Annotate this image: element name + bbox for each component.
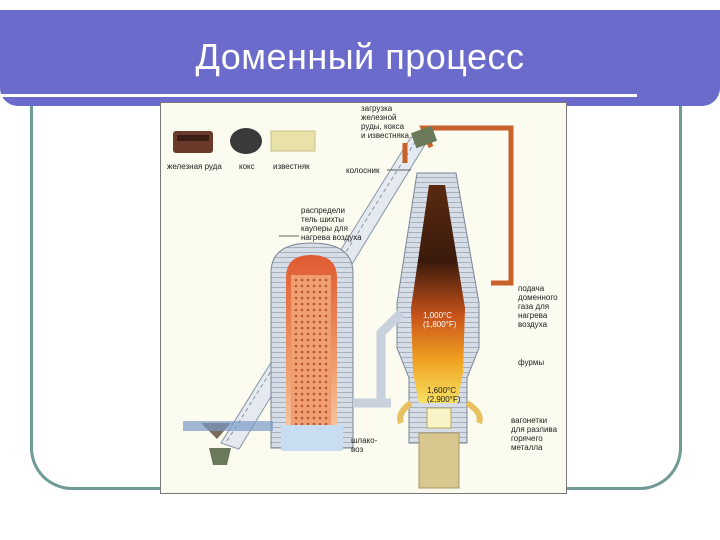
svg-text:шлако-: шлако- (351, 436, 378, 445)
svg-text:1,000°C: 1,000°C (423, 311, 452, 320)
coke-sample (230, 128, 262, 154)
svg-text:доменного: доменного (518, 293, 558, 302)
legend-iron-ore: железная руда (167, 162, 222, 171)
svg-text:для разлива: для разлива (511, 425, 558, 434)
svg-text:распредели: распредели (301, 206, 345, 215)
svg-text:нагрева воздуха: нагрева воздуха (301, 233, 362, 242)
svg-text:руды, кокса: руды, кокса (361, 122, 405, 131)
svg-text:железной: железной (361, 113, 396, 122)
diagram-svg: железная руда кокс известняк загрузка (167, 104, 558, 489)
limestone-sample (270, 130, 316, 152)
svg-text:кауперы для: кауперы для (301, 224, 348, 233)
legend-coke: кокс (239, 162, 255, 171)
svg-text:(2,900°F): (2,900°F) (427, 395, 461, 404)
legend-limestone: известняк (273, 162, 310, 171)
svg-text:тель шихты: тель шихты (301, 215, 344, 224)
labels: загрузка железной руды, кокса и известня… (279, 104, 558, 454)
svg-text:(1,800°F): (1,800°F) (423, 320, 457, 329)
svg-text:горячего: горячего (511, 434, 543, 443)
svg-text:загрузка: загрузка (361, 104, 393, 113)
slide-title: Доменный процесс (195, 36, 525, 77)
svg-text:нагрева: нагрева (518, 311, 548, 320)
label-tuyeres: фурмы (518, 358, 544, 367)
svg-text:металла: металла (511, 443, 543, 452)
blast-furnace (396, 172, 480, 489)
iron-ore-sample (173, 131, 213, 153)
slag-car (183, 421, 273, 465)
blast-furnace-diagram: железная руда кокс известняк загрузка (160, 102, 567, 494)
svg-text:подача: подача (518, 284, 545, 293)
svg-text:воздуха: воздуха (518, 320, 548, 329)
svg-text:газа для: газа для (518, 302, 549, 311)
label-kolosnik: колосник (346, 166, 380, 175)
svg-text:воз: воз (351, 445, 364, 454)
svg-text:1,600°C: 1,600°C (427, 386, 456, 395)
svg-text:и известняка: и известняка (361, 131, 410, 140)
charging-bucket (410, 125, 438, 149)
svg-text:вагонетки: вагонетки (511, 416, 547, 425)
cowper-stove (270, 242, 354, 451)
title-underline (0, 94, 637, 97)
title-bar (0, 10, 720, 106)
